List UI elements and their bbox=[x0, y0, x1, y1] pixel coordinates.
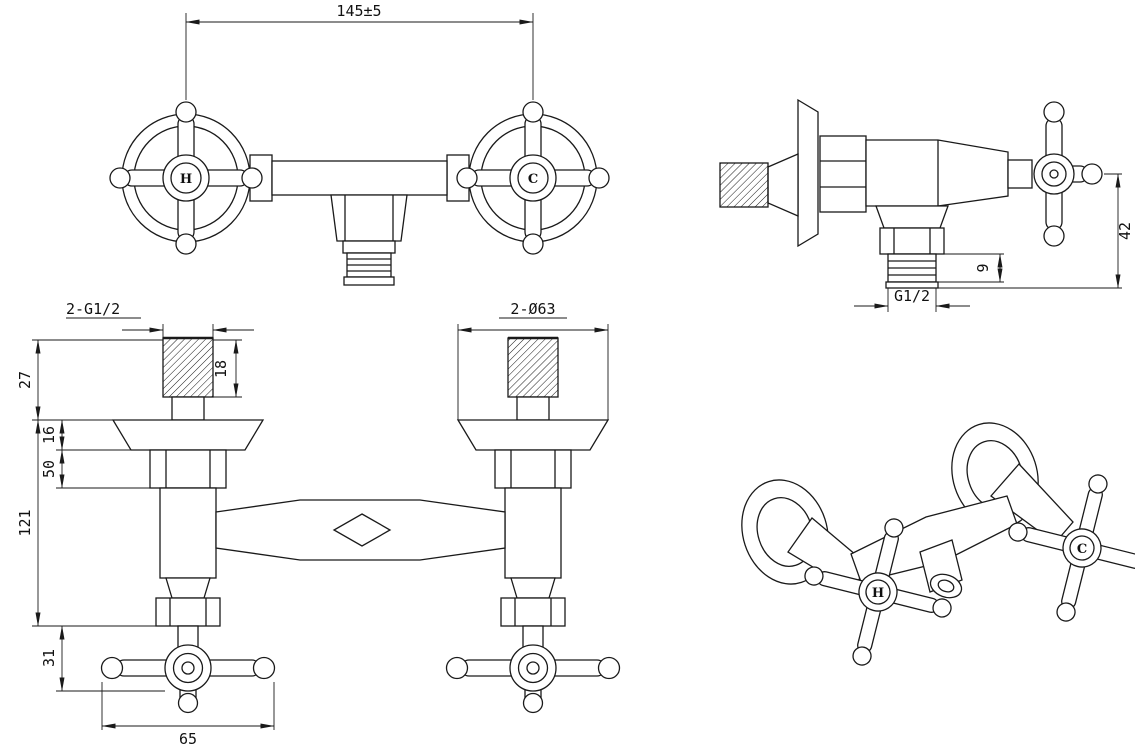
left-inlet-thread bbox=[162, 337, 214, 398]
dim-9-label: 9 bbox=[974, 263, 992, 272]
hot-label: H bbox=[180, 172, 192, 187]
perspective-cold-handle bbox=[1008, 474, 1135, 622]
dim-65-label: 65 bbox=[179, 730, 197, 748]
plan-dim-16: 16 bbox=[40, 419, 131, 451]
plan-left-handle bbox=[100, 644, 276, 714]
dim-31-label: 31 bbox=[40, 649, 58, 667]
plan-outlet-diamond bbox=[332, 513, 392, 547]
dim-121-label: 121 bbox=[16, 509, 34, 536]
perspective-cold-label: C bbox=[1077, 542, 1087, 557]
plan-view: 2-G1/2 2-Ø63 18 27 bbox=[16, 300, 621, 748]
dim-2g12-label: 2-G1/2 bbox=[66, 300, 120, 318]
side-dim-g12: G1/2 bbox=[854, 287, 970, 312]
perspective-hot-label: H bbox=[872, 586, 884, 601]
plan-dim-18: 18 bbox=[212, 339, 242, 398]
plan-right-handle bbox=[445, 644, 621, 714]
plan-dim-2g12: 2-G1/2 bbox=[66, 300, 254, 338]
cold-label: C bbox=[528, 172, 538, 187]
dim-50-label: 50 bbox=[40, 460, 58, 478]
dim-g12-label: G1/2 bbox=[894, 287, 930, 305]
valve-body bbox=[865, 139, 1009, 207]
plan-dim-65: 65 bbox=[101, 682, 275, 748]
side-handle bbox=[1033, 101, 1103, 247]
front-dim-overall-width: 145±5 bbox=[185, 2, 534, 100]
shower-outlet bbox=[343, 276, 395, 286]
cold-handle: C bbox=[456, 101, 610, 255]
perspective-hot-handle bbox=[804, 518, 952, 666]
dim-2d63-label: 2-Ø63 bbox=[510, 300, 555, 318]
dim-145-label: 145±5 bbox=[336, 2, 381, 20]
plan-dim-27: 27 bbox=[16, 339, 163, 421]
wall-plate bbox=[797, 98, 819, 248]
plan-dim-121: 121 bbox=[16, 419, 156, 627]
plan-dim-2d63: 2-Ø63 bbox=[457, 300, 609, 420]
plan-dim-31: 31 bbox=[40, 625, 165, 692]
dim-18-label: 18 bbox=[212, 360, 230, 378]
perspective-outlet bbox=[919, 539, 963, 599]
front-view: 145±5 bbox=[109, 2, 610, 286]
dim-16-label: 16 bbox=[40, 426, 58, 444]
left-flange bbox=[111, 419, 265, 451]
supply-thread bbox=[719, 162, 769, 208]
right-inlet-thread bbox=[507, 337, 559, 398]
hot-handle: H bbox=[109, 101, 263, 255]
dim-27-label: 27 bbox=[16, 371, 34, 389]
side-dim-42: 42 bbox=[938, 173, 1134, 289]
side-view: 42 9 G1/2 bbox=[719, 98, 1134, 312]
hex-nut bbox=[819, 135, 867, 213]
dim-42-label: 42 bbox=[1116, 222, 1134, 240]
perspective-view: H C bbox=[741, 422, 1135, 666]
right-flange bbox=[456, 419, 610, 451]
side-outlet bbox=[875, 205, 949, 289]
side-dim-9: 9 bbox=[938, 253, 1004, 283]
front-body-bar bbox=[249, 154, 470, 286]
plan-dim-50: 50 bbox=[40, 449, 150, 489]
